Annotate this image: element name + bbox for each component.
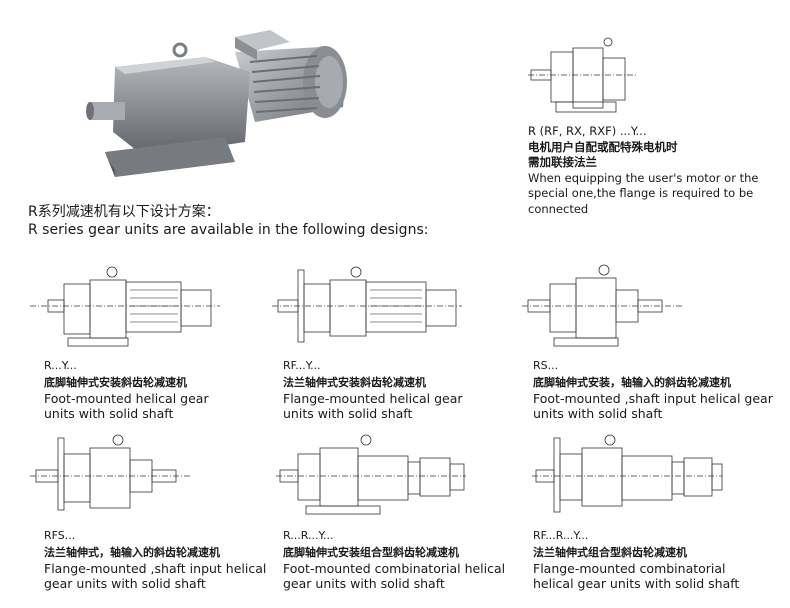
design-en-line1: Foot-mounted combinatorial helical <box>283 561 506 576</box>
top-right-en-line2: special one,the flange is required to be <box>528 186 754 200</box>
product-photo <box>85 12 360 182</box>
design-en-line1: Flange-mounted combinatorial <box>533 561 726 576</box>
design-caption-rf-y: RF...Y... 法兰轴伸式安装斜齿轮减速机 Flange-mounted h… <box>283 358 533 421</box>
design-caption-rfs: RFS... 法兰轴伸式，轴输入的斜齿轮减速机 Flange-mounted ,… <box>44 528 294 591</box>
design-code: RS... <box>533 359 559 372</box>
design-zh: 底脚轴伸式安装斜齿轮减速机 <box>44 376 187 389</box>
design-zh: 法兰轴伸式安装斜齿轮减速机 <box>283 376 426 389</box>
design-code: RF...Y... <box>283 359 321 372</box>
design-zh: 法兰轴伸式，轴输入的斜齿轮减速机 <box>44 546 220 559</box>
design-code: RFS... <box>44 529 76 542</box>
design-drawing-rf-r-y <box>532 432 723 520</box>
design-en-line1: Flange-mounted ,shaft input helical <box>44 561 267 576</box>
design-en-line2: gear units with solid shaft <box>44 576 206 591</box>
top-right-en-line1: When equipping the user's motor or the <box>528 170 759 185</box>
top-right-zh-line1: 电机用户自配或配特殊电机时 <box>528 139 678 154</box>
r-motor-flange-drawing <box>528 30 638 120</box>
heading-en: R series gear units are available in the… <box>28 222 429 238</box>
design-caption-rs: RS... 底脚轴伸式安装，轴输入的斜齿轮减速机 Foot-mounted ,s… <box>533 358 783 421</box>
design-zh: 法兰轴伸式组合型斜齿轮减速机 <box>533 546 687 559</box>
design-caption-r-r-y: R...R...Y... 底脚轴伸式安装组合型斜齿轮减速机 Foot-mount… <box>283 528 533 591</box>
design-zh: 底脚轴伸式安装，轴输入的斜齿轮减速机 <box>533 376 731 389</box>
design-en-line2: units with solid shaft <box>533 406 663 421</box>
design-code: R...R...Y... <box>283 529 334 542</box>
design-caption-r-y: R...Y... 底脚轴伸式安装斜齿轮减速机 Foot-mounted heli… <box>44 358 294 421</box>
design-drawing-rs <box>522 262 712 350</box>
design-zh: 底脚轴伸式安装组合型斜齿轮减速机 <box>283 546 459 559</box>
heading-zh: R系列减速机有以下设计方案： <box>28 204 220 220</box>
design-caption-rf-r-y: RF...R...Y... 法兰轴伸式组合型斜齿轮减速机 Flange-moun… <box>533 528 783 591</box>
design-en-line2: units with solid shaft <box>283 406 413 421</box>
design-drawing-rf-y <box>272 262 462 350</box>
design-en-line1: Flange-mounted helical gear <box>283 391 463 406</box>
design-en-line2: units with solid shaft <box>44 406 174 421</box>
design-drawing-rfs <box>30 432 220 520</box>
design-code: R...Y... <box>44 359 77 372</box>
design-drawing-r-r-y <box>276 432 466 520</box>
design-drawing-r-y <box>30 262 220 350</box>
top-right-description: R (RF, RX, RXF) ...Y... 电机用户自配或配特殊电机时 需加… <box>528 124 778 217</box>
design-en-line1: Foot-mounted ,shaft input helical gear <box>533 391 773 406</box>
top-right-zh-line2: 需加联接法兰 <box>528 155 597 169</box>
design-code: RF...R...Y... <box>533 529 589 542</box>
design-en-line2: gear units with solid shaft <box>283 576 445 591</box>
top-right-en-line3: connected <box>528 201 589 216</box>
design-en-line1: Foot-mounted helical gear <box>44 391 209 406</box>
top-right-code: R (RF, RX, RXF) ...Y... <box>528 124 647 138</box>
design-en-line2: helical gear units with solid shaft <box>533 576 740 591</box>
